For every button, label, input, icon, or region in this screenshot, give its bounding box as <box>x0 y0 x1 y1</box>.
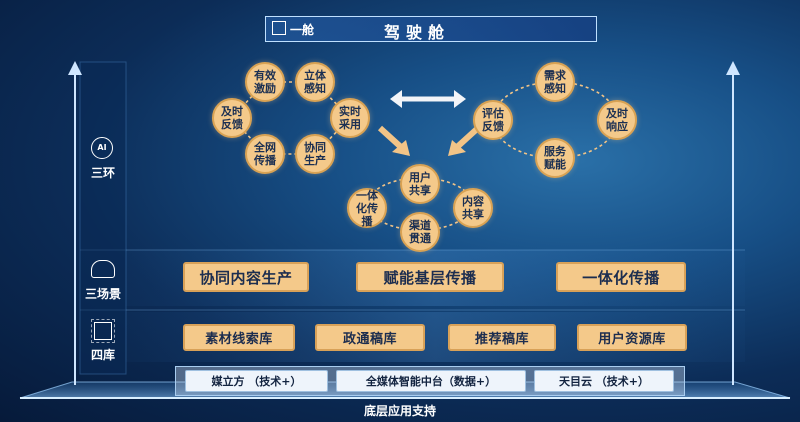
node-broadcast: 全网传播 <box>245 134 285 174</box>
node-response: 及时响应 <box>597 100 637 140</box>
ai-cycle-icon: AI <box>91 137 113 159</box>
node-service: 服务赋能 <box>535 138 575 178</box>
scene-integrated: 一体化传播 <box>556 262 686 292</box>
node-perception: 立体感知 <box>295 62 335 102</box>
header-bar: 一舱 驾驶舱 <box>265 16 597 42</box>
node-coproduction: 协同生产 <box>295 134 335 174</box>
platform-tianmu-cloud: 天目云 （技术+） <box>534 370 674 392</box>
arrow-right-to-center-icon <box>448 125 481 156</box>
node-sharing: 用户共享 <box>400 164 440 204</box>
platform-meilifang: 媒立方 （技术+） <box>185 370 328 392</box>
library-recommended: 推荐稿库 <box>448 324 556 351</box>
header-tag: 一舱 <box>290 23 315 37</box>
library-government: 政通稿库 <box>315 324 425 351</box>
node-realtime: 实时采用 <box>330 98 370 138</box>
node-demand: 需求感知 <box>535 62 575 102</box>
base-caption: 底层应用支持 <box>363 404 436 418</box>
scene-grassroots: 赋能基层传播 <box>356 262 504 292</box>
node-content: 内容共享 <box>453 188 493 228</box>
layer-label-scenes: 三场景 <box>84 287 121 301</box>
scene-coproduction: 协同内容生产 <box>183 262 309 292</box>
node-incentive: 有效激励 <box>245 62 285 102</box>
chip-library-icon <box>91 319 115 343</box>
header-icon <box>272 21 286 35</box>
library-users: 用户资源库 <box>577 324 687 351</box>
node-evaluation: 评估反馈 <box>473 100 513 140</box>
platform-middle-office: 全媒体智能中台（数据+） <box>336 370 526 392</box>
node-integrated: 一体化传播 <box>347 188 387 228</box>
cloud-scene-icon <box>91 260 115 278</box>
page-title: 驾驶舱 <box>384 23 451 42</box>
double-arrow-icon <box>390 90 466 108</box>
node-channels: 渠道贯通 <box>400 212 440 252</box>
layer-label-libraries: 四库 <box>90 348 115 362</box>
arrow-left-to-center-icon <box>377 125 410 156</box>
library-materials: 素材线索库 <box>183 324 295 351</box>
layer-label-rings: 三环 <box>90 166 115 180</box>
node-feedback: 及时反馈 <box>212 98 252 138</box>
